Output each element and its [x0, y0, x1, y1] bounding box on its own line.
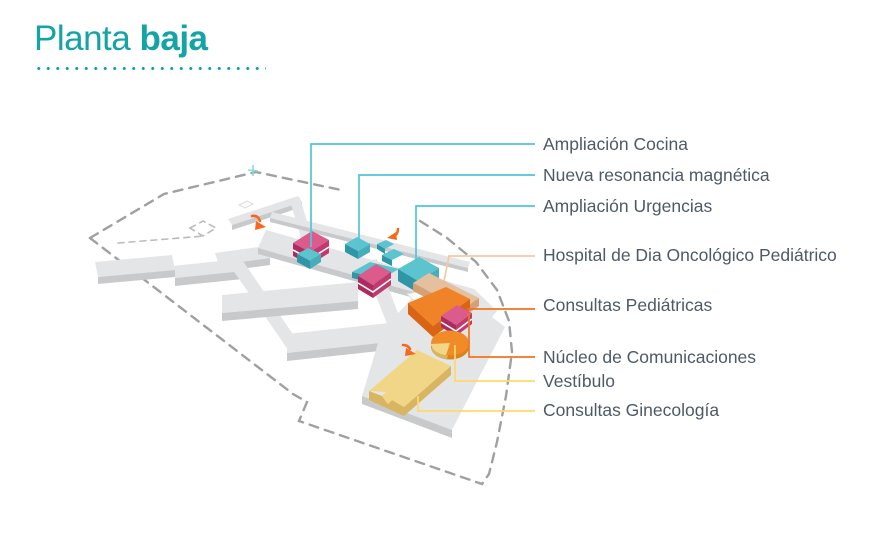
- label-nucleo-comunicaciones: Núcleo de Comunicaciones: [543, 347, 757, 367]
- label-consultas-pediatricas: Consultas Pediátricas: [543, 295, 713, 315]
- label-consultas-ginecologia: Consultas Ginecología: [543, 400, 720, 420]
- title-bold: baja: [139, 19, 208, 58]
- title-dotted-underline: [34, 65, 266, 71]
- label-vestibulo: Vestíbulo: [543, 371, 615, 391]
- block-pink-central: [357, 264, 392, 298]
- label-hospital-dia-oncologico: Hospital de Dia Oncológico Pediátrico: [543, 245, 837, 265]
- page-title: Planta baja: [34, 19, 266, 59]
- label-nueva-resonancia: Nueva resonancia magnética: [543, 165, 770, 185]
- leader-lines: [310, 143, 535, 412]
- parcel-square-outline: [188, 220, 218, 237]
- block-pink-right: [440, 305, 473, 336]
- page-header: Planta baja: [34, 19, 266, 71]
- label-ampliacion-urgencias: Ampliación Urgencias: [543, 196, 713, 216]
- title-regular: Planta: [34, 19, 140, 58]
- block-consultas-ginecologia: [369, 350, 451, 416]
- label-ampliacion-cocina: Ampliación Cocina: [543, 134, 688, 154]
- entrance-arrow-icon: [401, 343, 416, 356]
- cross-marker-icon: [247, 165, 259, 176]
- entrance-arrow-icon: [387, 227, 400, 240]
- small-structure-outline: [237, 200, 255, 209]
- block-nucleo-vestibulo-circle: [431, 330, 469, 360]
- site-boundary-outline: [88, 170, 514, 486]
- block-nueva-resonancia: [345, 237, 370, 259]
- entrance-arrow-icon: [250, 214, 266, 230]
